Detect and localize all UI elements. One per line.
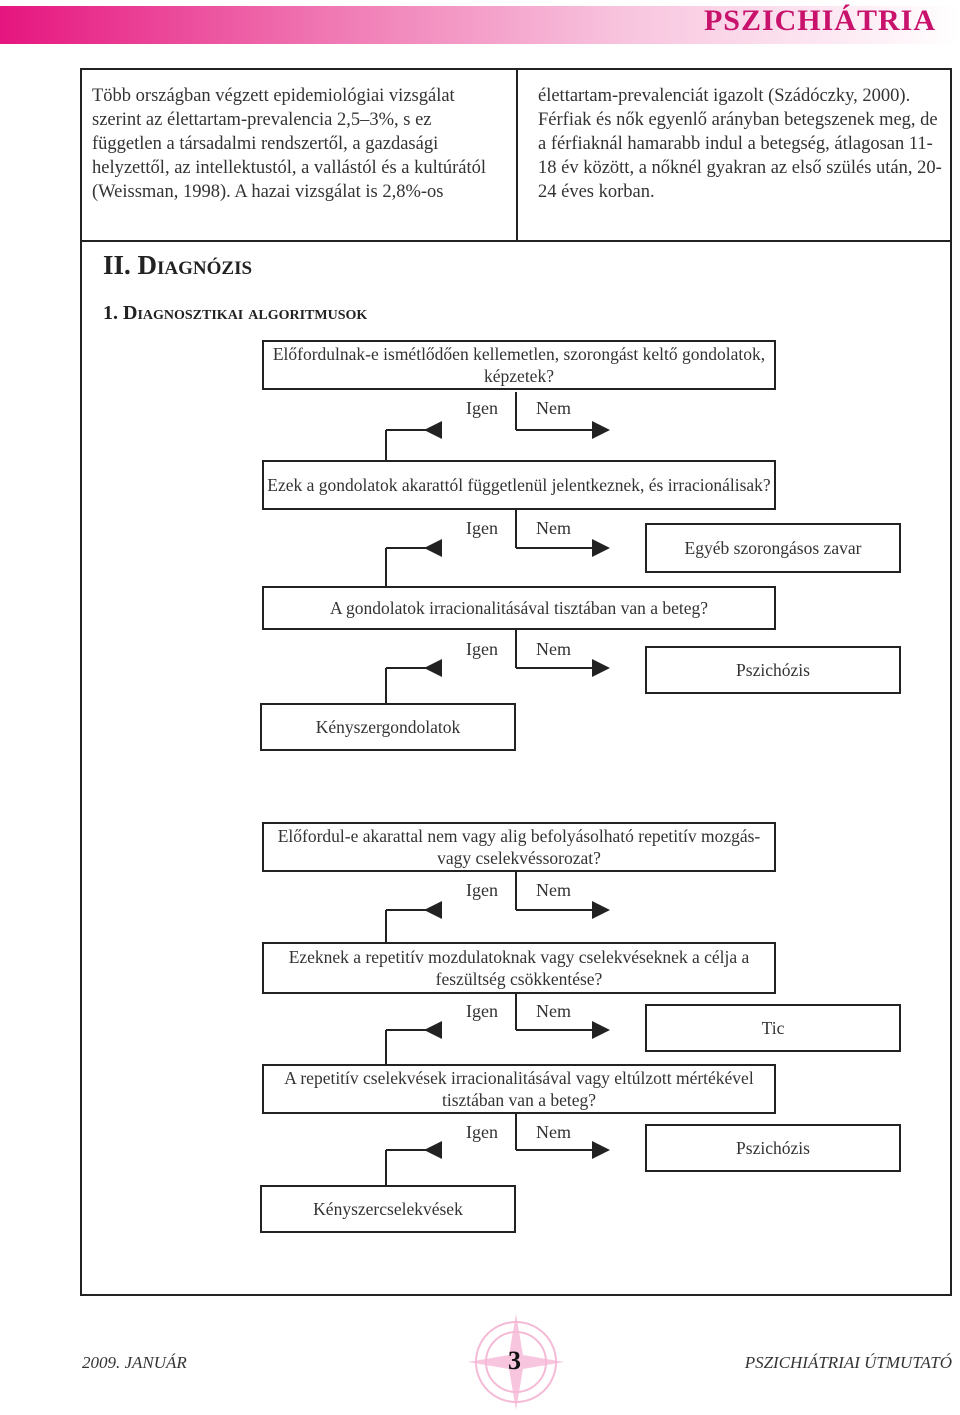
result-compulsions: Kényszercselekvések <box>260 1185 516 1233</box>
question-box-5: Ezeknek a repetitív mozdulatoknak vagy c… <box>262 942 776 994</box>
header-bar <box>0 6 960 44</box>
section-heading: II. Diagnózis <box>103 250 253 280</box>
question-box-3: A gondolatok irracionalitásával tisztába… <box>262 586 776 630</box>
intro-left-column: Több országban végzett epidemiológiai vi… <box>92 86 487 202</box>
no-label-5: Nem <box>536 1001 571 1021</box>
result-other-anxiety: Egyéb szorongásos zavar <box>645 523 901 573</box>
intro-bottom-rule <box>80 240 952 242</box>
result-psychosis-2: Pszichózis <box>645 1124 901 1172</box>
result-tic: Tic <box>645 1004 901 1052</box>
yes-label-1: Igen <box>466 398 498 418</box>
question-box-2: Ezek a gondolatok akarattól függetlenül … <box>262 460 776 510</box>
result-psychosis-1: Pszichózis <box>645 646 901 694</box>
no-label-4: Nem <box>536 880 571 900</box>
footer-date: 2009. JANUÁR <box>82 1353 187 1372</box>
no-label-3: Nem <box>536 639 571 659</box>
yes-label-5: Igen <box>466 1001 498 1021</box>
intro-right-column: élettartam-prevalenciát igazolt (Szádócz… <box>538 86 942 202</box>
no-label-1: Nem <box>536 398 571 418</box>
yes-label-2: Igen <box>466 518 498 538</box>
yes-label-3: Igen <box>466 639 498 659</box>
question-box-4: Előfordul-e akarattal nem vagy alig befo… <box>262 822 776 872</box>
page-number: 3 <box>508 1346 521 1375</box>
footer-title: PSZICHIÁTRIAI ÚTMUTATÓ <box>744 1353 952 1372</box>
no-label-2: Nem <box>536 518 571 538</box>
result-obsessions: Kényszergondolatok <box>260 703 516 751</box>
subsection-heading: 1. Diagnosztikai algoritmusok <box>103 302 368 324</box>
intro-column-divider <box>516 68 518 242</box>
yes-label-6: Igen <box>466 1122 498 1142</box>
no-label-6: Nem <box>536 1122 571 1142</box>
question-box-6: A repetitív cselekvések irracionalitásáv… <box>262 1064 776 1114</box>
page-header-title: PSZICHIÁTRIA <box>703 4 936 37</box>
compass-rose-icon <box>468 1314 564 1410</box>
yes-label-4: Igen <box>466 880 498 900</box>
question-box-1: Előfordulnak-e ismétlődően kellemetlen, … <box>262 340 776 390</box>
